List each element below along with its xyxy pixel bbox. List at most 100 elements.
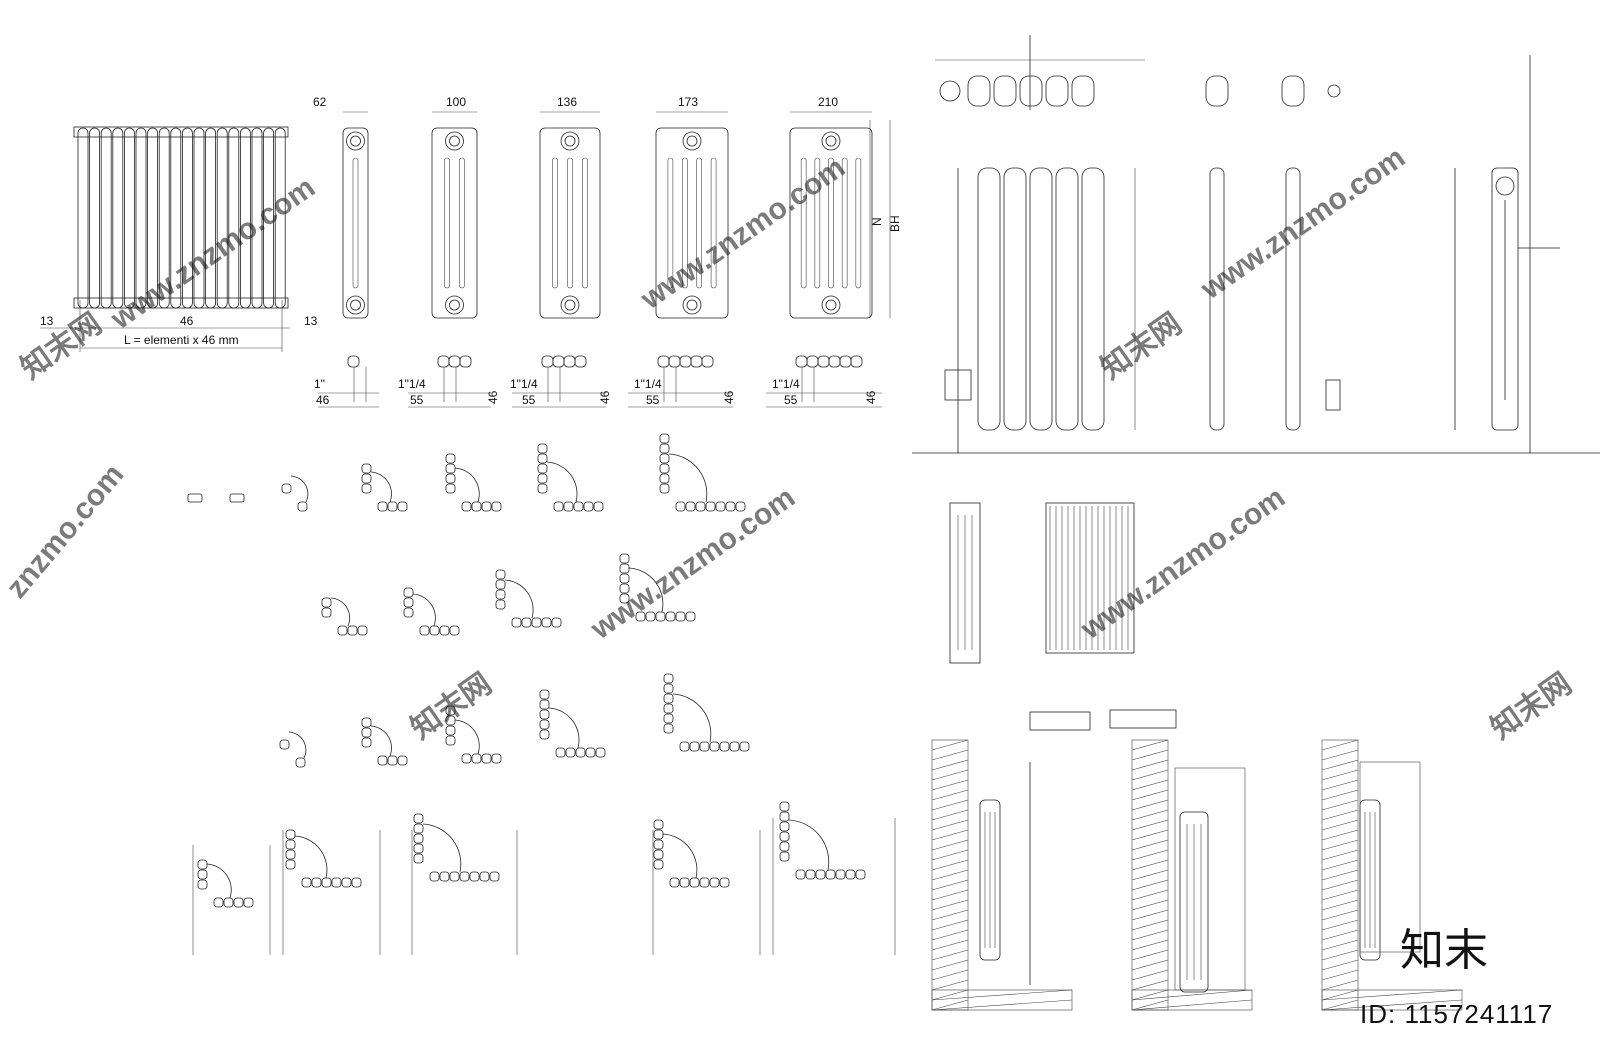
watermark-site-short: znzmo.com xyxy=(0,458,130,604)
installation-views xyxy=(912,35,1600,454)
corner-symbol xyxy=(285,829,362,888)
wall-hatch xyxy=(1131,839,1169,851)
connection-element xyxy=(828,355,841,368)
connection-port xyxy=(560,295,580,315)
corner-element xyxy=(663,673,674,684)
connection-element xyxy=(850,355,863,368)
corner-arc xyxy=(548,707,580,749)
wall-hatch xyxy=(1321,929,1359,941)
mini-front-view xyxy=(1045,502,1135,654)
wall-hatch xyxy=(931,999,969,1011)
corner-element xyxy=(653,849,664,860)
corner-element xyxy=(489,871,500,882)
corner-arc xyxy=(330,597,351,627)
connection-port xyxy=(560,131,580,151)
corner-element xyxy=(845,869,856,880)
wall-hatch xyxy=(1131,989,1169,1001)
wall-hatch xyxy=(1321,999,1359,1011)
corner-element xyxy=(413,813,424,824)
connection-element xyxy=(690,355,703,368)
connection-port xyxy=(346,131,365,151)
radiator-tube xyxy=(828,157,834,289)
corner-element xyxy=(679,877,690,888)
connection-port xyxy=(449,135,460,147)
wall-hatch xyxy=(1321,889,1359,901)
corner-arc xyxy=(290,475,309,503)
corner-element xyxy=(377,501,388,512)
corner-element xyxy=(659,433,670,444)
wall-hatch xyxy=(1131,999,1253,1011)
corner-element xyxy=(735,501,746,512)
corner-element xyxy=(361,463,372,474)
corner-element xyxy=(361,727,372,738)
corner-element xyxy=(449,871,460,882)
corner-element xyxy=(573,501,584,512)
wall-hatch xyxy=(1321,999,1463,1011)
connection-element xyxy=(795,355,808,368)
dim-depth-173: 173 xyxy=(678,95,698,109)
corner-element xyxy=(531,617,542,628)
corner-symbol xyxy=(361,463,408,512)
corner-element xyxy=(439,625,450,636)
plan-element xyxy=(1071,75,1095,107)
radiator-section xyxy=(539,127,601,319)
connection-element xyxy=(574,355,587,368)
corner-element xyxy=(659,473,670,484)
corner-element xyxy=(197,879,208,890)
radiator-tube xyxy=(459,157,465,289)
wall-hatch xyxy=(1321,869,1359,881)
radiator-tube xyxy=(582,157,588,289)
radiator-tube xyxy=(814,157,821,289)
dim-label-bh: BH xyxy=(888,215,902,232)
corner-element xyxy=(595,747,606,758)
corner-element xyxy=(669,877,680,888)
corner-element xyxy=(659,483,670,494)
dim-label-n: N xyxy=(870,217,884,226)
corner-element xyxy=(635,611,646,622)
brand-logo-text: 知末 xyxy=(1400,926,1488,975)
connection-element xyxy=(563,355,576,368)
connection-port xyxy=(445,295,464,315)
wall-hatch xyxy=(1321,879,1359,891)
corner-arc xyxy=(454,719,480,755)
conn-spacing-3: 55 xyxy=(522,393,536,407)
niche-outline xyxy=(1174,767,1246,991)
corner-element xyxy=(659,443,670,454)
corner-element xyxy=(835,869,846,880)
corner-element xyxy=(243,897,254,908)
connection-port xyxy=(821,131,841,151)
corner-element xyxy=(539,689,550,700)
connection-port xyxy=(564,299,576,311)
corner-symbol xyxy=(619,553,696,622)
wall-hatch xyxy=(1321,789,1359,801)
conn-depth-3: 46 xyxy=(598,390,612,404)
mini-bracket xyxy=(1029,711,1091,731)
corner-arc xyxy=(788,819,830,871)
dim-left-margin: 13 xyxy=(40,314,54,328)
corner-element xyxy=(341,877,352,888)
wall-hatch xyxy=(1321,759,1359,771)
corner-element xyxy=(659,463,670,474)
corner-symbol xyxy=(197,859,254,908)
corner-element xyxy=(699,741,710,752)
corner-element xyxy=(795,869,806,880)
plan-element xyxy=(967,75,991,107)
corner-element xyxy=(429,871,440,882)
watermark-brand: 知末网 xyxy=(1095,307,1188,386)
corner-element xyxy=(461,753,472,764)
corner-element xyxy=(619,573,630,584)
corner-element xyxy=(709,877,720,888)
watermarks: www.znzmo.com www.znzmo.com www.znzmo.co… xyxy=(0,141,1578,746)
wall-hatch xyxy=(931,789,969,801)
corner-element xyxy=(331,877,342,888)
wall-hatch xyxy=(931,799,969,811)
wall-hatch xyxy=(1131,879,1169,891)
wall-hatch xyxy=(1321,939,1359,951)
corner-element xyxy=(539,729,550,740)
corner-element xyxy=(397,501,408,512)
corner-symbol xyxy=(445,453,502,512)
corner-element xyxy=(665,611,676,622)
corner-element xyxy=(495,579,506,590)
corner-element xyxy=(537,483,548,494)
corner-arc xyxy=(370,725,392,757)
